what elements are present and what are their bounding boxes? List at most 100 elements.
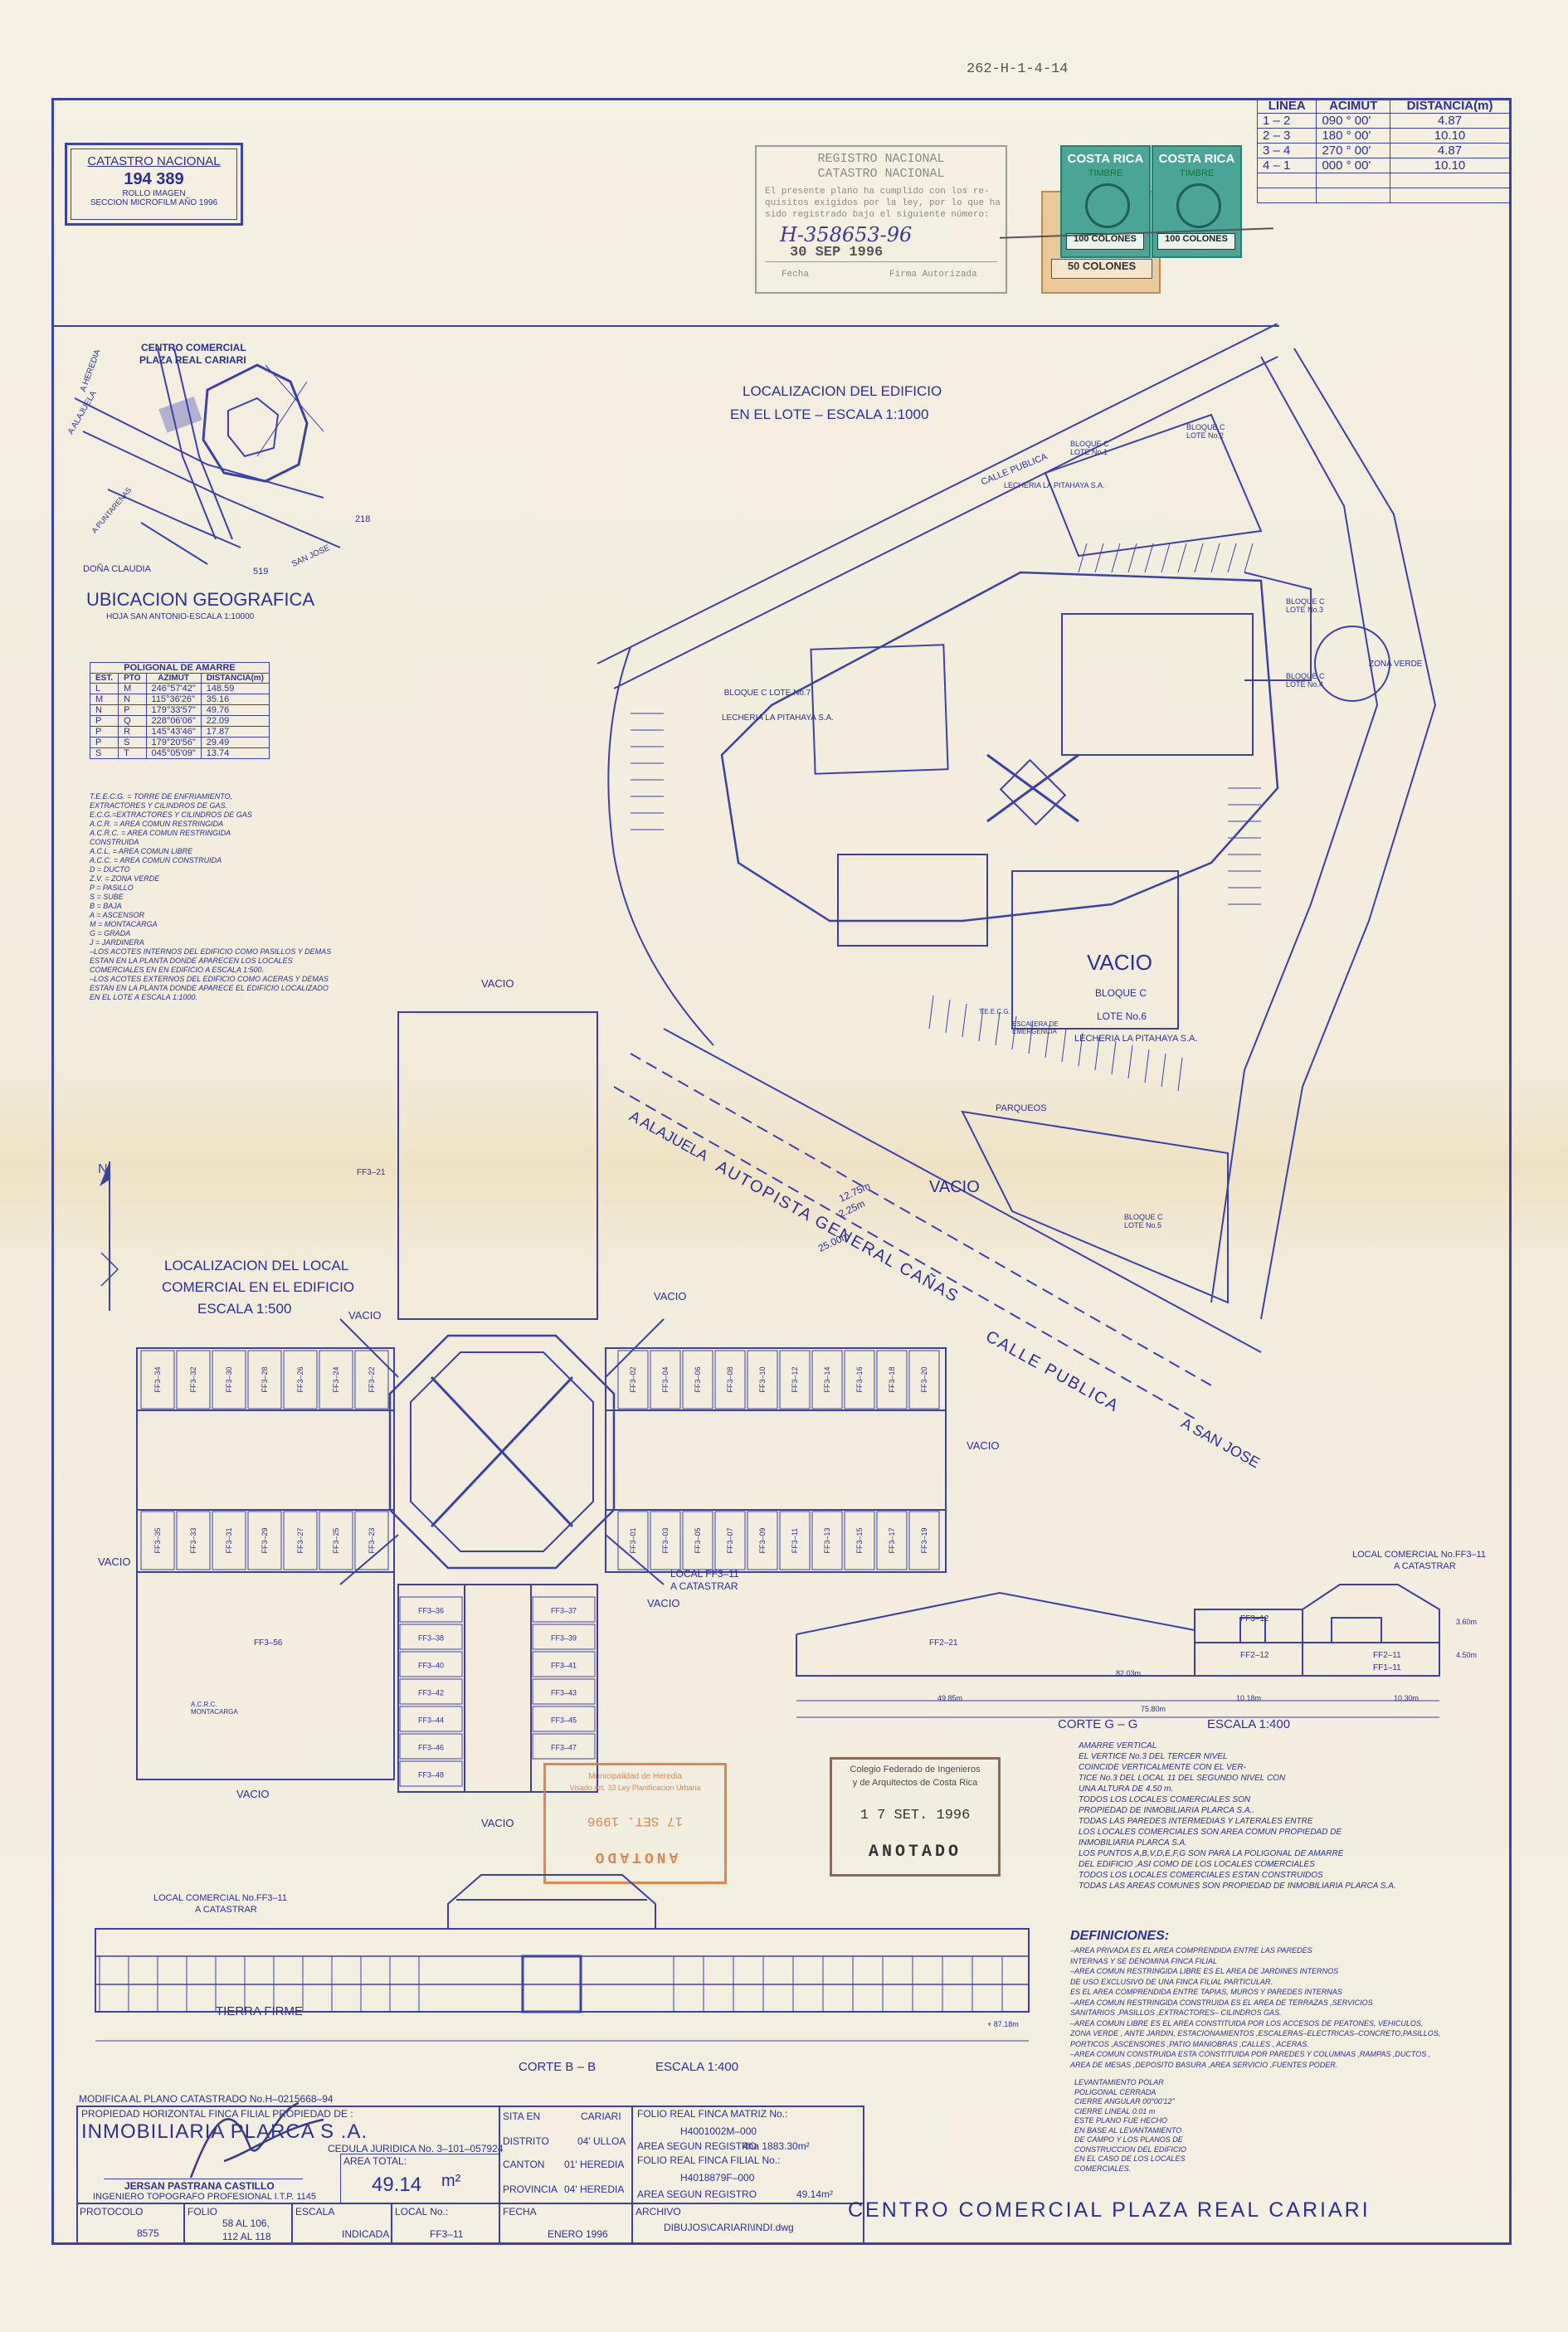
table-cell: 22.09	[200, 715, 270, 727]
tb-location-cell	[499, 2106, 632, 2203]
floor-unit-label: FF3–07	[726, 1527, 734, 1553]
note-line: LEVANTAMIENTO POLAR	[1074, 2078, 1164, 2086]
definiciones-title: DEFINICIONES:	[1070, 1929, 1170, 1943]
gg-dim-6: 3.60m	[1456, 1618, 1478, 1626]
note-line: –AREA COMUN RESTRINGIDA CONSTRUIDA ES EL…	[1070, 1998, 1373, 2007]
tb-folio-label: FOLIO	[187, 2206, 218, 2218]
table-cell: 13.74	[200, 747, 270, 759]
poligonal-header-est: EST.	[89, 673, 119, 684]
tb-archivo-cell	[632, 2203, 864, 2245]
floor-unit-box	[399, 1651, 463, 1677]
cell: 180 ° 00'	[1316, 128, 1391, 144]
note-line: COMERCIALES EN EN EDIFICIO A ESCALA 1:50…	[90, 966, 265, 974]
header-divider	[51, 325, 1279, 327]
cell: 270 ° 00'	[1316, 143, 1391, 158]
floor-unit-label: FF3–44	[418, 1716, 444, 1725]
site-label-zona-verde: ZONA VERDE	[1369, 660, 1423, 669]
floor-unit-label: FF3–18	[888, 1366, 896, 1392]
colegio-stamp: Colegio Federado de Ingenieros y de Arqu…	[830, 1757, 1001, 1877]
tb-cedula: CEDULA JURIDICA No. 3–101–057924	[328, 2143, 504, 2154]
floor-unit-label: FF3–41	[551, 1662, 577, 1670]
bb-local-label2: A CATASTRAR	[195, 1905, 257, 1915]
map-caption: UBICACION GEOGRAFICA	[86, 589, 315, 610]
note-line: –LOS ACOTES EXTERNOS DEL EDIFICIO COMO A…	[90, 975, 329, 983]
note-line: EXTRACTORES Y CILINDROS DE GAS.	[90, 801, 228, 810]
tb-provincia: 04' HEREDIA	[564, 2184, 625, 2195]
floor-unit-box	[617, 1511, 649, 1570]
tb-fecha: ENERO 1996	[548, 2228, 608, 2240]
tb-distrito: 04' ULLOA	[577, 2135, 626, 2147]
tb-area-value: 49.14	[372, 2174, 422, 2196]
table-cell: 115°36'26"	[145, 694, 202, 705]
floor-unit-label: FF3–15	[855, 1527, 864, 1553]
tb-archivo-label: ARCHIVO	[635, 2206, 681, 2218]
tb-area-label: AREA TOTAL:	[343, 2155, 407, 2167]
note-line: AMARRE VERTICAL	[1079, 1741, 1157, 1750]
floor-unit-box	[354, 1511, 389, 1570]
tb-protocolo-cell	[76, 2203, 184, 2245]
definiciones-block: –AREA PRIVADA ES EL AREA COMPRENDIDA ENT…	[1070, 1945, 1502, 2070]
cell: 090 ° 00'	[1316, 113, 1391, 129]
floor-unit-label: FF3–22	[368, 1366, 376, 1392]
tb-propiedad-label: PROPIEDAD HORIZONTAL FINCA FILIAL PROPIE…	[81, 2108, 353, 2120]
table-cell: M	[118, 683, 147, 694]
catastro-title: CATASTRO NACIONAL	[87, 154, 221, 168]
tb-archivo: DIBUJOS\CARIARI\INDI.dwg	[664, 2222, 794, 2233]
table-cell: 179°20'56"	[145, 737, 202, 748]
gg-title: CORTE G – G	[1058, 1717, 1138, 1731]
tb-protocolo: 8575	[137, 2227, 159, 2239]
floor-plan-title2: COMERCIAL EN EL EDIFICIO	[162, 1279, 355, 1295]
floor-unit-label: FF3–01	[629, 1527, 637, 1553]
floor-unit-box	[176, 1511, 211, 1570]
note-line: INTERNAS Y SE DENOMINA FINCA FILIAL	[1070, 1956, 1218, 1965]
floor-unit-label: FF3–35	[153, 1527, 162, 1553]
note-line: A = ASCENSOR	[90, 911, 145, 919]
table-cell: N	[118, 694, 147, 705]
note-line: EN EL CASO DE LOS LOCALES	[1074, 2154, 1186, 2163]
site-label-bloque-c: BLOQUE C	[1095, 987, 1147, 999]
site-label-lote7: BLOQUE C LOTE No.7	[723, 689, 811, 698]
table-cell: S	[118, 737, 147, 748]
cell: 10.10	[1390, 158, 1510, 173]
site-label-lecheria: LECHERIA LA PITAHAYA S.A.	[1004, 481, 1105, 489]
tb-local: FF3–11	[430, 2228, 464, 2240]
registro-body1: El presente plano ha cumplido con los re…	[765, 187, 990, 197]
cell: 4.87	[1390, 113, 1510, 129]
table-cell: P	[118, 704, 147, 716]
gg-dim-3: 75.80m	[1141, 1705, 1166, 1713]
note-line: Z.V. = ZONA VERDE	[90, 874, 160, 883]
floor-unit-box	[247, 1511, 282, 1570]
timbre-b-country: COSTA RICA	[1158, 152, 1235, 166]
table-cell: 35.16	[200, 694, 270, 705]
bb-title: CORTE B – B	[519, 2060, 597, 2074]
floor-unit-label: FF3–48	[418, 1771, 444, 1779]
poligonal-title: POLIGONAL DE AMARRE	[89, 662, 270, 674]
floor-unit-label: FF3–24	[332, 1366, 340, 1392]
registro-body2: quisitos exigidos por la ley, por lo que…	[765, 198, 1001, 208]
tb-area-cell	[340, 2154, 499, 2203]
floor-unit-label: FF3–33	[189, 1527, 197, 1553]
catastro-line2: SECCION MICROFILM AÑO 1996	[90, 198, 218, 207]
tb-engineer-title: INGENIERO TOPOGRAFO PROFESIONAL I.T.P. 1…	[93, 2192, 316, 2202]
table-row	[1256, 173, 1510, 188]
floor-vacio-3: VACIO	[654, 1290, 687, 1302]
cell: 2 – 3	[1256, 128, 1317, 144]
tb-escala: INDICADA	[342, 2228, 390, 2240]
floor-unit-label: FF3–05	[694, 1527, 702, 1553]
tb-folio-matriz: H4001002M–000	[680, 2125, 757, 2137]
note-line: DE USO EXCLUSIVO DE UNA FINCA FILIAL PAR…	[1070, 1977, 1273, 1986]
tb-local-cell	[392, 2203, 499, 2245]
red-line1: Municipalidad de Heredia	[588, 1772, 682, 1781]
timbre-50-value: 50 COLONES	[1051, 259, 1152, 279]
floor-unit-label: FF3–32	[189, 1366, 197, 1392]
registro-firma-label: Firma Autorizada	[889, 270, 977, 280]
floor-vacio-6: VACIO	[647, 1597, 680, 1609]
floor-unit-box	[682, 1350, 713, 1409]
svg-text:N: N	[98, 1162, 108, 1176]
site-label-vacio: VACIO	[1087, 950, 1152, 975]
